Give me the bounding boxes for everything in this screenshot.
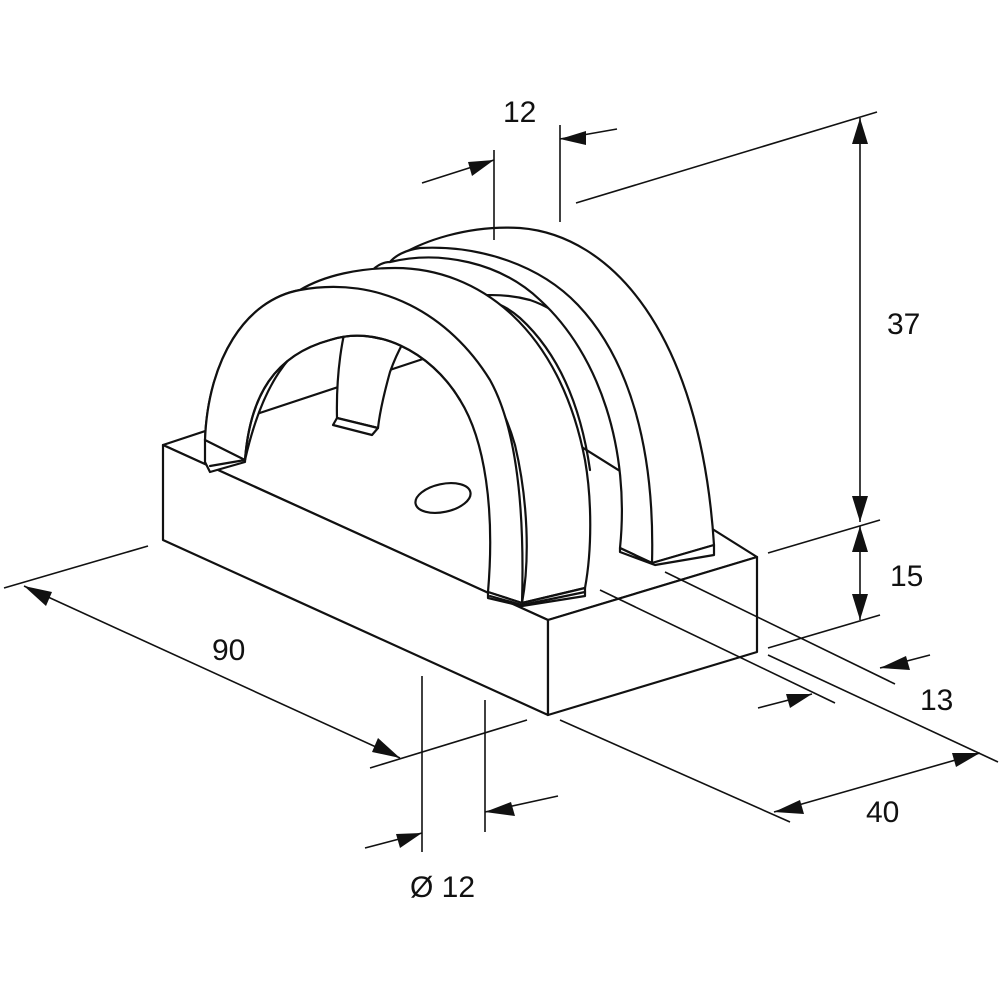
arrowhead [24, 586, 52, 606]
dimension-total-height: 37 [575, 111, 920, 522]
extension-line [3, 545, 149, 589]
total-height-label: 37 [887, 308, 920, 341]
dimension-base-length: 90 [3, 545, 528, 769]
front-arch-inner-edge [243, 334, 462, 462]
arrowhead [852, 118, 868, 144]
arrowhead [852, 526, 868, 552]
dimension-base-height: 15 [767, 519, 923, 649]
arrowhead [852, 496, 868, 522]
base-height-label: 15 [890, 560, 923, 593]
extension-line [599, 589, 836, 704]
arrowhead [880, 656, 910, 670]
extension-line [664, 571, 896, 685]
arrowhead [774, 800, 804, 814]
base-plate [161, 353, 759, 717]
extension-line [767, 654, 999, 763]
front-arch-foot-shadow [208, 458, 587, 607]
base-width-label: 40 [866, 796, 899, 829]
mounting-hole [414, 482, 472, 514]
hole-diameter-label: Ø 12 [410, 871, 475, 904]
dimension-hole-offset: 13 [599, 571, 953, 717]
dimension-line [773, 752, 981, 813]
arrowhead [852, 594, 868, 620]
extension-line [369, 719, 528, 769]
back-arch-foot-left [331, 416, 380, 437]
arch-thickness-label: 12 [503, 96, 536, 129]
extension-line [767, 614, 881, 649]
arrowhead [952, 753, 980, 767]
extension-line [767, 519, 881, 554]
base-plate-right-face [546, 555, 759, 717]
arrowhead [468, 160, 494, 176]
dimension-base-width: 40 [559, 654, 999, 829]
base-length-label: 90 [212, 634, 245, 667]
arrowhead [560, 131, 586, 145]
hole-offset-label: 13 [920, 684, 953, 717]
arrowhead [786, 694, 812, 708]
arrowhead [372, 738, 400, 758]
front-arch [203, 266, 592, 608]
arrowhead [485, 802, 515, 816]
dimension-hole-diameter: Ø 12 [364, 676, 559, 904]
back-arch-foot-right [618, 543, 716, 567]
dimension-line [23, 585, 401, 759]
back-arch-front-face [388, 246, 654, 565]
extension-line [575, 111, 878, 204]
dimension-arch-thickness: 12 [421, 96, 618, 240]
extension-line [559, 719, 791, 823]
front-arch-foot-left [203, 438, 247, 474]
arrowhead [396, 833, 422, 848]
